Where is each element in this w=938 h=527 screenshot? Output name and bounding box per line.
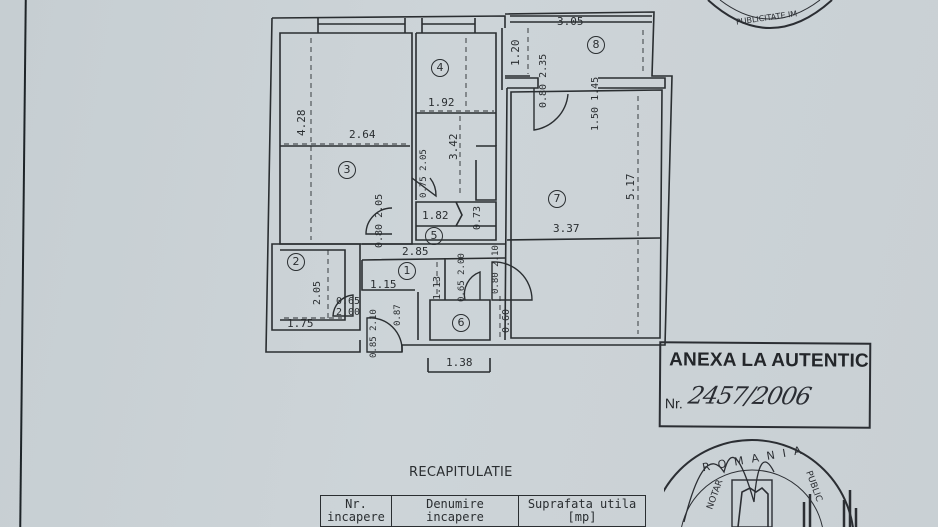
stamp-title: ANEXA LA AUTENTIC — [669, 349, 869, 372]
stamp-nr-label: Nr. — [664, 395, 683, 412]
window-label-room7: 1.50 1.45 — [590, 76, 601, 131]
dim-room7-height: 5.17 — [624, 173, 637, 201]
dim-wall-small: 0.87 — [393, 304, 403, 326]
door-label-room4: 0.75 2.05 — [419, 149, 429, 198]
dim-room4-height: 3.42 — [447, 133, 460, 161]
door-label-room3: 0.80 2.05 — [374, 193, 385, 248]
room-number-4: 4 — [431, 59, 449, 77]
door-label-room8: 0.80 2.35 — [538, 53, 549, 108]
door-label-room6: 0.65 2.00 — [457, 253, 467, 302]
room-number-5: 5 — [425, 227, 443, 245]
dim-room3-width: 2.64 — [349, 128, 376, 141]
room-number-6: 6 — [452, 314, 470, 332]
annex-stamp: ANEXA LA AUTENTIC Nr. 2457/2006 — [658, 341, 872, 429]
room-number-2: 2 — [287, 253, 305, 271]
dim-bottom: 1.38 — [446, 356, 473, 369]
recapitulatie-title: RECAPITULATIE — [409, 465, 513, 480]
room-number-3: 3 — [338, 161, 356, 179]
dim-room7-niche: 0.60 — [501, 308, 512, 333]
dim-room4-width: 1.92 — [428, 96, 455, 109]
dim-room5-width: 1.82 — [422, 209, 449, 222]
notary-seal-icon: ROMANIA PUBLIC NOTAR — [664, 439, 858, 527]
dim-room3-height: 4.28 — [295, 109, 308, 137]
stamp-handwritten-number: 2457/2006 — [685, 381, 814, 411]
dim-room5-depth: 0.73 — [472, 205, 483, 230]
room-number-8: 8 — [587, 36, 605, 54]
dim-corridor-length: 2.85 — [402, 245, 429, 258]
dim-room8-depth: 1.20 — [509, 39, 522, 67]
dim-room8-width: 3.05 — [557, 15, 584, 28]
svg-text:PUBLICITATE IM: PUBLICITATE IM — [735, 9, 798, 27]
seal-top-icon: PUBLICITATE IM — [707, 0, 833, 29]
col-header-nr: Nr.incapere — [320, 495, 392, 527]
door-label-entrance: 0.85 2.10 — [369, 309, 379, 358]
door-label-room7: 0.80 2.10 — [491, 245, 501, 294]
dim-room2-width: 1.75 — [287, 317, 314, 330]
svg-text:PUBLIC: PUBLIC — [803, 470, 823, 504]
svg-text:ROMANIA: ROMANIA — [701, 443, 810, 475]
dim-room7-width: 3.37 — [553, 222, 580, 235]
dim-room2-height: 2.05 — [312, 280, 323, 305]
col-header-suprafata: Suprafata utila[mp] — [518, 495, 646, 527]
room-number-7: 7 — [548, 190, 566, 208]
dim-corridor-width: 1.15 — [370, 278, 397, 291]
svg-text:NOTAR: NOTAR — [705, 478, 725, 511]
dim-corridor-depth: 1.13 — [432, 275, 443, 300]
room-number-1: 1 — [398, 262, 416, 280]
